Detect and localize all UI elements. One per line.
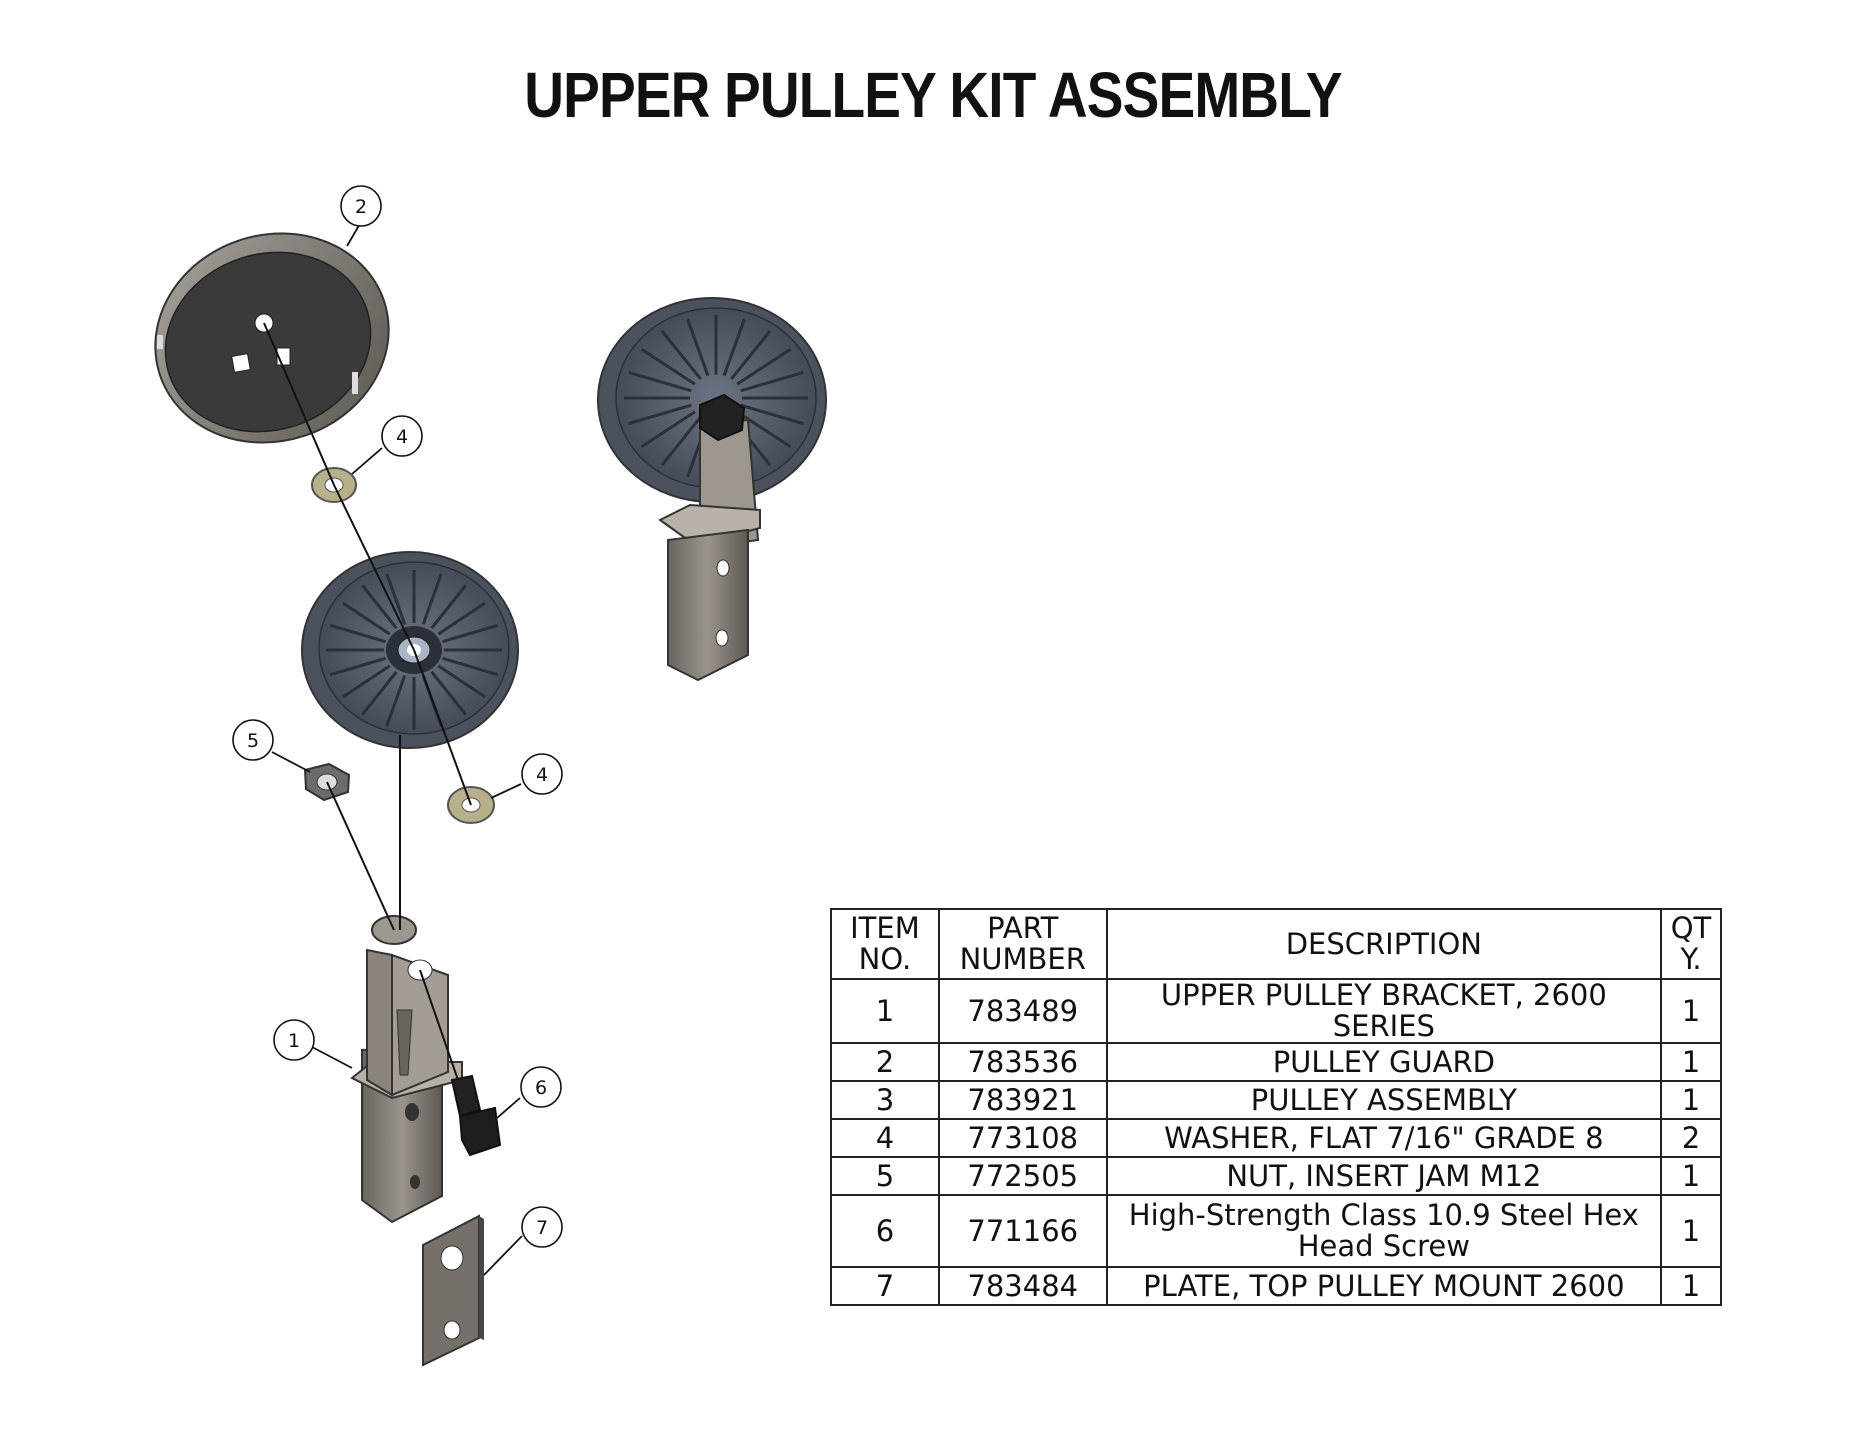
cell-qty: 1 xyxy=(1660,1194,1722,1268)
cell-part-number: 783921 xyxy=(937,1080,1108,1120)
pulley-spoke xyxy=(329,623,386,644)
cell-description: NUT, INSERT JAM M12 xyxy=(1105,1156,1663,1196)
cell-description: PULLEY GUARD xyxy=(1105,1042,1663,1082)
table-row: 5 772505 NUT, INSERT JAM M12 1 xyxy=(830,1156,1722,1196)
cell-part-number: 783536 xyxy=(937,1042,1108,1082)
pulley-spoke xyxy=(730,329,772,381)
balloon-item-4-lower: 4 xyxy=(521,753,563,795)
pulley-spoke xyxy=(640,410,696,449)
cell-description: WASHER, FLAT 7/16" GRADE 8 xyxy=(1105,1118,1663,1158)
pulley-spoke xyxy=(341,664,391,699)
pulley-spoke xyxy=(361,670,398,716)
balloon-item-4-upper: 4 xyxy=(381,415,423,457)
table-row: 3 783921 PULLEY ASSEMBLY 1 xyxy=(830,1080,1722,1120)
cell-item: 7 xyxy=(830,1266,940,1306)
cell-part-number: 771166 xyxy=(937,1194,1108,1268)
pulley-spoke xyxy=(722,318,746,377)
balloon-item-5: 5 xyxy=(232,719,274,761)
pulley-spoke xyxy=(329,656,386,677)
pulley-spoke xyxy=(736,410,792,449)
pulley-spoke xyxy=(628,370,692,393)
cell-qty: 1 xyxy=(1660,978,1722,1044)
table-row: 2 783536 PULLEY GUARD 1 xyxy=(830,1042,1722,1082)
pulley-spoke xyxy=(736,347,792,386)
svg-text:5: 5 xyxy=(247,730,259,752)
cell-qty: 1 xyxy=(1660,1156,1722,1196)
pulley-spoke xyxy=(442,656,499,677)
table-row: 4 773108 WASHER, FLAT 7/16" GRADE 8 2 xyxy=(830,1118,1722,1158)
cell-part-number: 783489 xyxy=(937,978,1108,1044)
cell-qty: 1 xyxy=(1660,1080,1722,1120)
table-row: 7 783484 PLATE, TOP PULLEY MOUNT 2600 1 xyxy=(830,1266,1722,1306)
cell-item: 2 xyxy=(830,1042,940,1082)
cell-description: PLATE, TOP PULLEY MOUNT 2600 xyxy=(1105,1266,1663,1306)
cell-item: 1 xyxy=(830,978,940,1044)
pulley-spoke xyxy=(437,664,487,699)
balloon-item-2: 2 xyxy=(340,185,382,227)
svg-text:6: 6 xyxy=(535,1077,547,1099)
cell-item: 5 xyxy=(830,1156,940,1196)
top-pulley-mount-plate-part xyxy=(422,1214,484,1367)
balloon-item-1: 1 xyxy=(273,1019,315,1061)
pulley-assembly-exploded xyxy=(301,551,519,749)
pulley-spoke xyxy=(640,347,696,386)
page-title: UPPER PULLEY KIT ASSEMBLY xyxy=(524,59,1342,131)
svg-text:2: 2 xyxy=(355,196,367,218)
pulley-spoke xyxy=(660,329,702,381)
svg-text:4: 4 xyxy=(536,764,548,786)
pulley-spoke xyxy=(430,670,467,716)
upper-pulley-bracket-exploded xyxy=(350,915,463,1224)
pulley-guard-part xyxy=(154,232,390,444)
assembly-lines xyxy=(263,322,472,1081)
cell-part-number: 772505 xyxy=(937,1156,1108,1196)
assembled-view xyxy=(597,297,827,682)
pulley-spoke xyxy=(660,415,702,467)
hex-head-screw-part xyxy=(450,1074,502,1157)
pulley-spoke xyxy=(686,318,710,377)
pulley-spoke xyxy=(385,675,407,727)
pulley-spoke xyxy=(361,584,398,630)
leader-lines xyxy=(271,221,523,1276)
pulley-spoke xyxy=(740,403,804,426)
cell-item: 4 xyxy=(830,1118,940,1158)
cell-qty: 1 xyxy=(1660,1266,1722,1306)
pulley-spoke xyxy=(341,601,391,636)
cell-item: 6 xyxy=(830,1194,940,1268)
svg-text:1: 1 xyxy=(288,1030,300,1052)
pulley-spoke xyxy=(385,573,407,625)
cell-part-number: 783484 xyxy=(937,1266,1108,1306)
cell-qty: 1 xyxy=(1660,1042,1722,1082)
pulley-spoke xyxy=(442,623,499,644)
header-description: DESCRIPTION xyxy=(1105,908,1663,980)
cell-part-number: 773108 xyxy=(937,1118,1108,1158)
balloon-item-6: 6 xyxy=(520,1066,562,1108)
cell-qty: 2 xyxy=(1660,1118,1722,1158)
pulley-spoke xyxy=(628,403,692,426)
table-row: 6 771166 High-Strength Class 10.9 Steel … xyxy=(830,1194,1722,1268)
svg-text:4: 4 xyxy=(396,426,408,448)
cell-description: UPPER PULLEY BRACKET, 2600 SERIES xyxy=(1105,978,1663,1044)
balloon-item-7: 7 xyxy=(521,1206,563,1248)
pulley-spoke xyxy=(430,584,467,630)
table-row: 1 783489 UPPER PULLEY BRACKET, 2600 SERI… xyxy=(830,978,1722,1044)
svg-text:7: 7 xyxy=(536,1217,548,1239)
cell-description: PULLEY ASSEMBLY xyxy=(1105,1080,1663,1120)
cell-item: 3 xyxy=(830,1080,940,1120)
pulley-spoke xyxy=(421,573,443,625)
pulley-spoke xyxy=(740,370,804,393)
pulley-spoke xyxy=(437,601,487,636)
